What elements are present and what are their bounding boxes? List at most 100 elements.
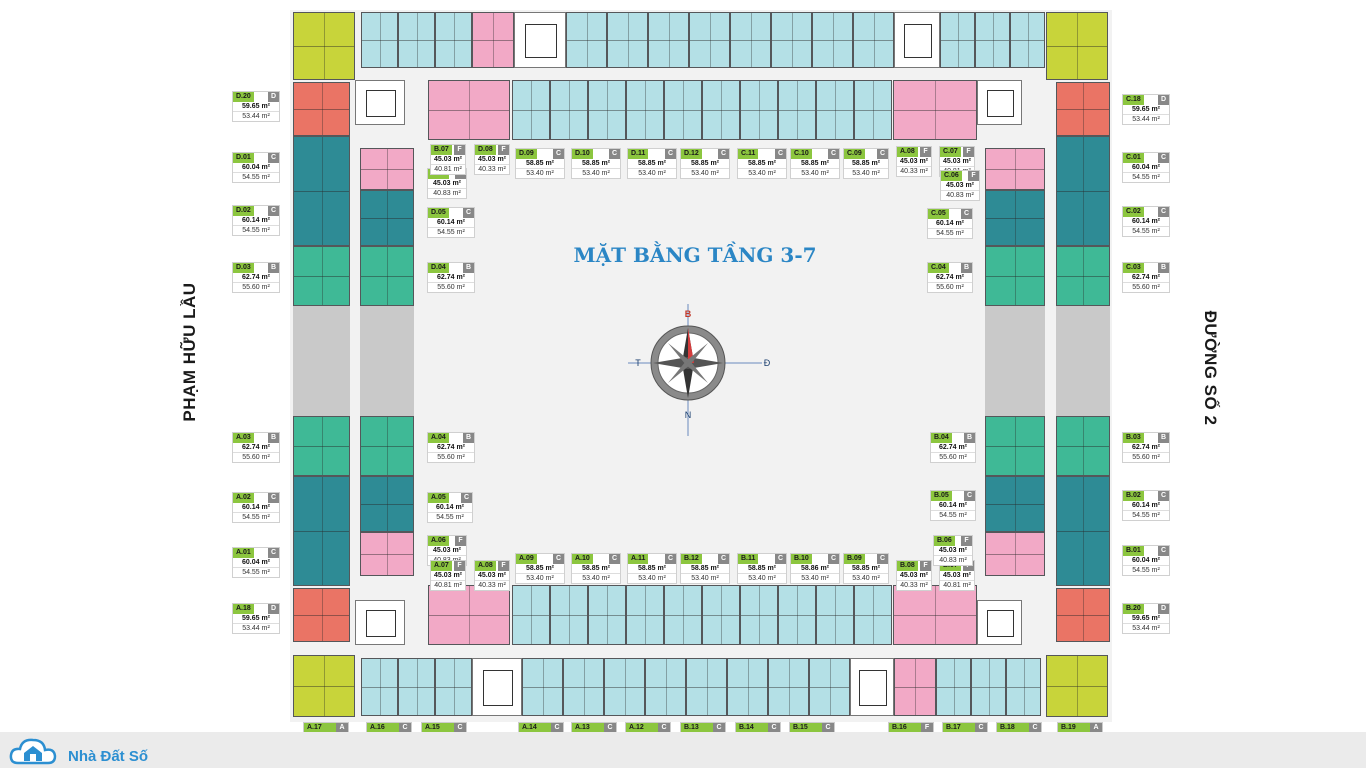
unit-net-area: 40.33 m² <box>475 580 509 590</box>
unit-net-area: 53.40 m² <box>516 573 564 583</box>
apartment-unit-block <box>1056 136 1110 246</box>
unit-code: A.15 <box>422 723 454 732</box>
unit-gross-area: 58.85 m² <box>581 565 611 572</box>
atrium-void <box>985 306 1045 416</box>
unit-net-area: 40.81 m² <box>940 580 974 590</box>
unit-gross-area: 45.03 m² <box>938 547 968 554</box>
compass-south-label: N <box>685 410 692 420</box>
unit-net-area: 40.83 m² <box>428 188 466 198</box>
stair-core <box>977 80 1022 125</box>
unit-code: B.20 <box>1123 604 1144 614</box>
apartment-unit-block <box>522 658 563 716</box>
unit-type: C <box>877 554 888 564</box>
unit-type: C <box>268 493 279 503</box>
apartment-unit-block <box>293 246 350 306</box>
apartment-unit-block <box>975 12 1010 68</box>
unit-gross-area: 45.03 m² <box>942 158 972 165</box>
unit-code: B.02 <box>1123 491 1144 501</box>
apartment-unit-block <box>702 585 740 645</box>
unit-code: B.18 <box>997 723 1029 732</box>
unit-code: D.09 <box>516 149 537 159</box>
unit-net-area: 53.44 m² <box>1123 114 1169 124</box>
page-title: MẶT BẰNG TẦNG 3-7 <box>573 243 817 267</box>
unit-code: C.05 <box>928 209 949 219</box>
unit-net-area: 53.40 m² <box>844 168 888 178</box>
unit-net-area: 53.44 m² <box>233 623 279 633</box>
apartment-unit-block <box>1010 12 1045 68</box>
unit-net-area: 53.40 m² <box>516 168 564 178</box>
unit-gross-area: 58.85 m² <box>800 160 830 167</box>
unit-code: B.09 <box>844 554 865 564</box>
unit-label-header: B.09 C <box>844 554 888 564</box>
unit-code: C.11 <box>738 149 759 159</box>
unit-net-area: 54.55 m² <box>233 512 279 522</box>
apartment-unit-block <box>360 190 414 246</box>
unit-code: A.11 <box>628 554 649 564</box>
atrium-void <box>293 306 350 416</box>
apartment-unit-block <box>816 80 854 140</box>
unit-code: A.10 <box>572 554 593 564</box>
unit-type: B <box>463 433 474 443</box>
apartment-unit-block <box>893 585 977 645</box>
unit-type: C <box>713 723 725 732</box>
apartment-unit-block <box>854 585 892 645</box>
unit-type: B <box>1158 263 1169 273</box>
unit-type: F <box>454 561 465 571</box>
unit-code: B.06 <box>934 536 955 546</box>
unit-gross-area: 62.74 m² <box>241 274 271 281</box>
apartment-unit-block <box>893 80 977 140</box>
apartment-unit-block <box>645 658 686 716</box>
unit-net-area: 54.55 m² <box>1123 172 1169 182</box>
unit-type: C <box>609 149 620 159</box>
stair-core <box>355 80 405 125</box>
apartment-unit-block <box>563 658 604 716</box>
unit-gross-area: 45.03 m² <box>899 158 929 165</box>
unit-net-area: 40.33 m² <box>897 166 931 176</box>
unit-net-area: 40.33 m² <box>475 164 509 174</box>
apartment-unit-block <box>360 246 414 306</box>
unit-gross-area: 60.14 m² <box>241 217 271 224</box>
apartment-unit-block <box>730 12 771 68</box>
unit-gross-area: 60.14 m² <box>935 220 965 227</box>
apartment-unit-block <box>664 585 702 645</box>
apartment-unit-block <box>936 658 971 716</box>
unit-net-area: 54.55 m² <box>428 227 474 237</box>
unit-net-area: 53.40 m² <box>572 573 620 583</box>
unit-net-area: 54.55 m² <box>233 172 279 182</box>
apartment-unit-block <box>398 12 435 68</box>
unit-gross-area: 58.85 m² <box>851 160 881 167</box>
apartment-unit-block <box>894 658 936 716</box>
unit-gross-area: 60.14 m² <box>1131 502 1161 509</box>
unit-gross-area: 58.85 m² <box>851 565 881 572</box>
unit-type: C <box>1158 546 1169 556</box>
unit-net-area: 54.55 m² <box>1123 565 1169 575</box>
atrium-void <box>1056 306 1110 416</box>
apartment-unit-block <box>293 655 355 717</box>
